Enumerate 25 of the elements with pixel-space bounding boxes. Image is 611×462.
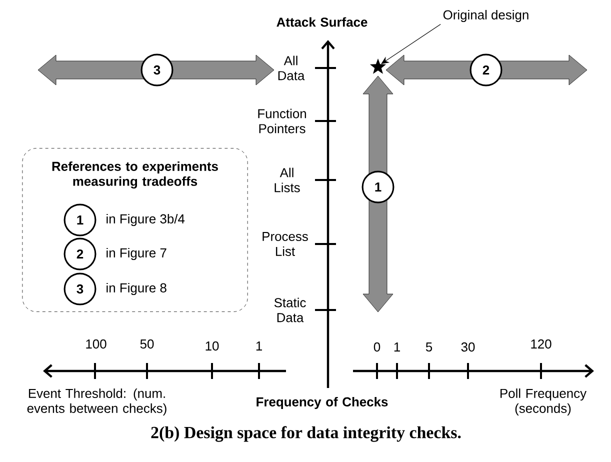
axis-label: All Data xyxy=(278,56,305,80)
axis-label: Function Pointers xyxy=(258,108,306,134)
tick-label: 1 xyxy=(256,342,262,350)
tick-label: 50 xyxy=(140,339,154,349)
tick-label: 120 xyxy=(531,339,552,349)
tick-label: 10 xyxy=(206,341,219,351)
axis-title: Frequency of Checks xyxy=(256,396,388,410)
tick-label: 0 xyxy=(374,342,380,352)
reference-text: in Figure 7 xyxy=(106,248,166,260)
annotation-text: Original design xyxy=(443,10,528,22)
leader-arrow xyxy=(381,24,441,64)
axis-label: Event Threshold: (num. events between checks) xyxy=(27,388,166,416)
tick-label: 100 xyxy=(86,339,106,349)
reference-text: in Figure 8 xyxy=(106,282,166,296)
tick-label: 5 xyxy=(426,342,432,352)
axis-label: Process List xyxy=(262,232,308,256)
axis-label: Static Data xyxy=(274,298,306,322)
axis-title: Attack Surface xyxy=(276,17,368,27)
tick-label: 30 xyxy=(461,342,475,352)
reference-text: in Figure 3b/4 xyxy=(106,214,185,226)
tick-label: 1 xyxy=(394,342,400,352)
axis-label: Poll Frequency (seconds) xyxy=(500,388,586,416)
caption: 2(b) Design space for data integrity checks. xyxy=(151,426,461,442)
axis-label: All Lists xyxy=(274,168,300,192)
star-mark xyxy=(370,58,386,74)
